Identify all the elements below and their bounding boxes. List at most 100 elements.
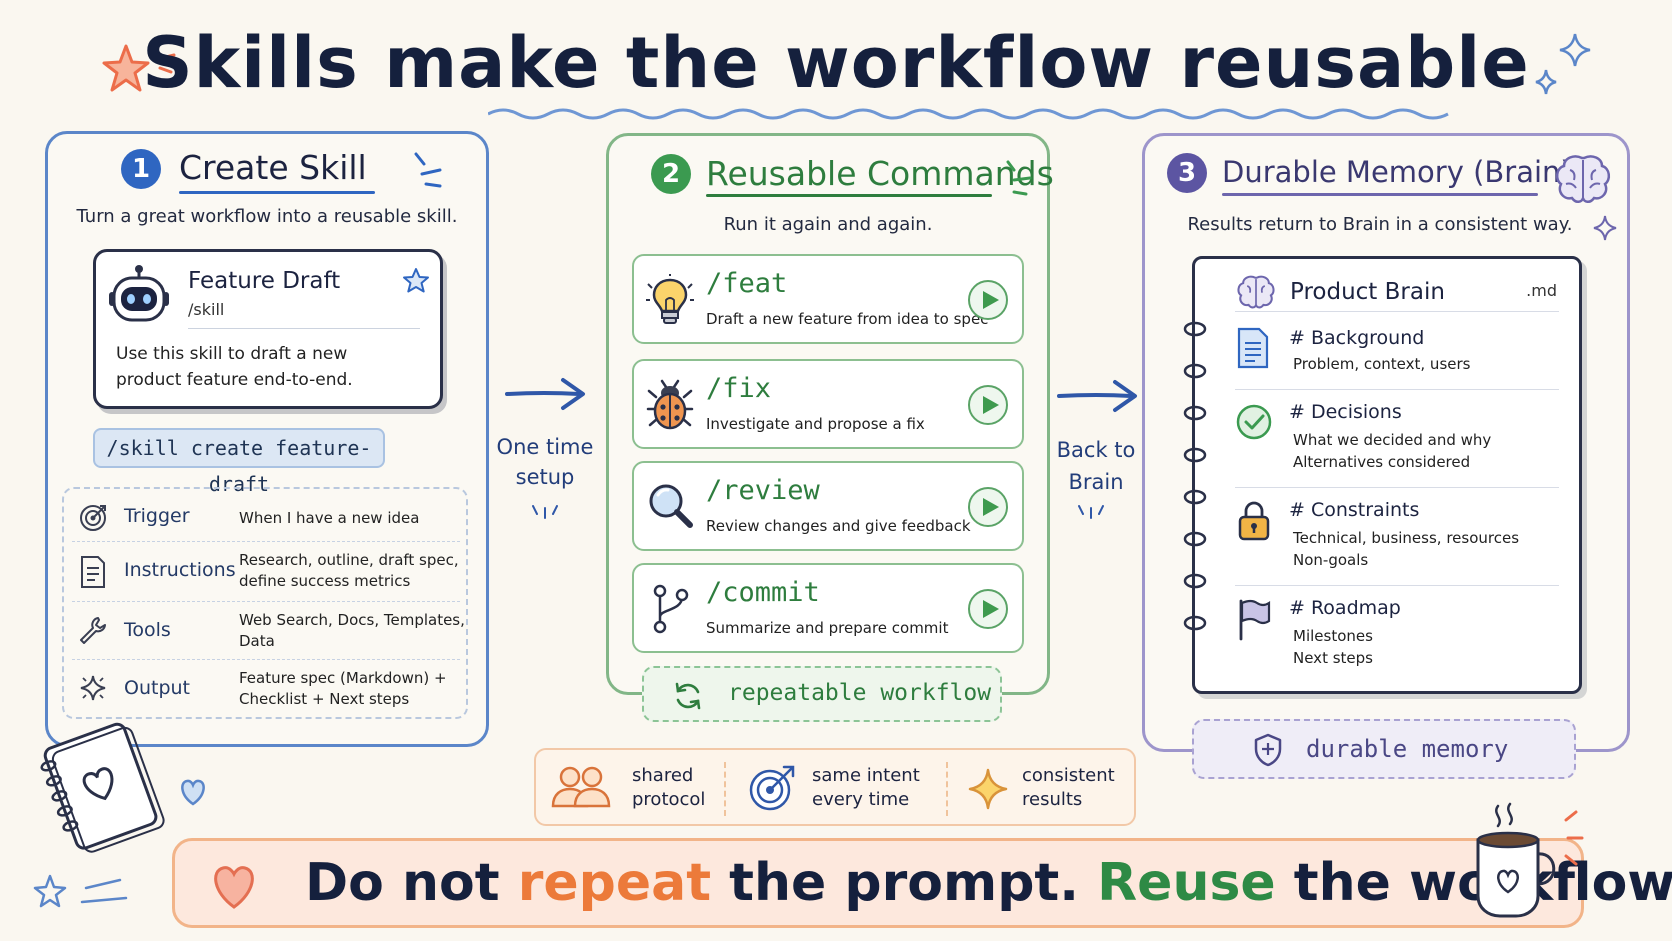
emphasis-dash-icon [1006, 160, 1032, 196]
panel3-title-underline [1222, 193, 1538, 196]
section-roadmap: # Roadmap Milestones Next steps [1235, 595, 1555, 675]
benefit-same-intent: same intent every time [748, 762, 928, 816]
step-number-3: 3 [1167, 153, 1207, 193]
row-desc: Research, outline, draft spec, [239, 551, 459, 569]
lock-icon [1238, 501, 1270, 541]
banner-highlight-repeat: repeat [517, 853, 712, 913]
skill-card-divider [188, 328, 420, 329]
command-name: /review [706, 475, 820, 506]
arrow2-label-1: Back to [1056, 438, 1136, 462]
section-item: Milestones [1293, 627, 1373, 645]
command-desc: Draft a new feature from idea to spec [706, 310, 989, 328]
section-heading: # Roadmap [1289, 597, 1401, 619]
section-item: Alternatives considered [1293, 453, 1471, 471]
document-icon [81, 556, 105, 588]
run-command-button[interactable] [968, 487, 1008, 527]
arrow-to-commands-icon [505, 378, 585, 410]
command-commit[interactable]: /commit Summarize and prepare commit [632, 563, 1024, 653]
table-row-instructions: Instructions Research, outline, draft sp… [64, 547, 466, 597]
arrow1-label-1: One time [496, 435, 594, 459]
panel3-title: Durable Memory (Brain) [1222, 155, 1572, 189]
lightbulb-icon [646, 274, 694, 324]
repeatable-workflow-label: repeatable workflow [728, 680, 992, 706]
banner-highlight-reuse: Reuse [1097, 853, 1276, 913]
section-divider [1235, 487, 1559, 488]
heart-icon [214, 866, 254, 909]
command-desc: Investigate and propose a fix [706, 415, 925, 433]
row-name: Output [124, 677, 190, 699]
command-name: /feat [706, 268, 788, 299]
row-desc: Data [239, 632, 275, 650]
star-favorite-icon[interactable] [401, 266, 431, 296]
banner-part-1: Do not [305, 853, 518, 913]
star-doodle-icon [102, 40, 176, 92]
durable-memory-badge: durable memory [1192, 719, 1576, 779]
coffee-mug-icon [1476, 802, 1584, 918]
durable-memory-label: durable memory [1306, 735, 1509, 763]
command-name: /commit [706, 577, 820, 608]
table-row-output: Output Feature spec (Markdown) + Checkli… [64, 665, 466, 715]
notebook-heart-icon [40, 722, 165, 853]
wrench-icon [80, 617, 106, 644]
benefit-text: results [1022, 789, 1083, 810]
panel2-title-underline [706, 194, 992, 197]
run-command-button[interactable] [968, 385, 1008, 425]
repeatable-workflow-badge: repeatable workflow [642, 666, 1002, 722]
row-desc: Checklist + Next steps [239, 690, 410, 708]
benefit-separator [946, 762, 948, 816]
command-fix[interactable]: /fix Investigate and propose a fix [632, 359, 1024, 449]
target-icon [80, 505, 106, 531]
sparkle-icon [968, 768, 1008, 810]
run-command-button[interactable] [968, 589, 1008, 629]
skill-card-name: Feature Draft [188, 268, 341, 294]
benefit-text: same intent [812, 765, 920, 786]
benefit-separator [724, 762, 726, 816]
page-title: Skills make the workflow reusable [142, 22, 1530, 104]
panel2-title: Reusable Commands [706, 154, 1054, 193]
shield-icon [1254, 733, 1282, 767]
section-item: Next steps [1293, 649, 1373, 667]
panel3-subtitle: Results return to Brain in a consistent … [1187, 214, 1573, 235]
section-item: Problem, context, users [1293, 355, 1471, 373]
banner-message: Do not repeat the prompt. Reuse the work… [305, 853, 1672, 913]
skill-card-desc-1: Use this skill to draft a new [116, 344, 348, 364]
robot-icon [109, 265, 169, 322]
skill-card[interactable]: Feature Draft /skill Use this skill to d… [93, 249, 443, 409]
command-review[interactable]: /review Review changes and give feedback [632, 461, 1024, 551]
skill-definition-table: Trigger When I have a new idea Instructi… [62, 487, 468, 719]
benefit-consistent-results: consistent results [966, 762, 1126, 816]
section-heading: # Background [1289, 327, 1425, 349]
benefits-strip: shared protocol same intent every time c… [534, 748, 1136, 826]
bottom-banner: Do not repeat the prompt. Reuse the work… [172, 838, 1672, 928]
sparkle-doodle-icon [1535, 33, 1591, 95]
small-sparkle-icon [1593, 215, 1617, 241]
benefit-text: consistent [1022, 765, 1115, 786]
panel1-title: Create Skill [179, 148, 367, 187]
row-desc: define success metrics [239, 572, 411, 590]
run-command-button[interactable] [968, 280, 1008, 320]
command-desc: Review changes and give feedback [706, 517, 971, 535]
refresh-icon [675, 682, 701, 710]
step-number-1: 1 [121, 149, 161, 189]
git-branch-icon [653, 584, 689, 634]
section-heading: # Constraints [1289, 499, 1420, 521]
command-feat[interactable]: /feat Draft a new feature from idea to s… [632, 254, 1024, 344]
row-desc: Feature spec (Markdown) + [239, 669, 447, 687]
section-item: Technical, business, resources [1293, 529, 1520, 547]
table-row-tools: Tools Web Search, Docs, Templates, Data [64, 607, 466, 657]
benefit-text: shared [632, 765, 694, 786]
arrow2-label-2: Brain [1068, 470, 1124, 494]
bug-icon [646, 379, 694, 430]
magnifier-icon [649, 484, 693, 528]
section-divider [1235, 585, 1559, 586]
benefit-text: protocol [632, 789, 706, 810]
row-name: Trigger [124, 505, 190, 527]
title-underline [488, 108, 1449, 120]
skill-create-command[interactable]: /skill create feature-draft [93, 428, 385, 496]
row-name: Instructions [124, 559, 236, 581]
section-constraints: # Constraints Technical, business, resou… [1235, 497, 1555, 577]
notebook-extension: .md [1526, 281, 1557, 300]
panel1-subtitle: Turn a great workflow into a reusable sk… [76, 206, 458, 227]
benefit-text: every time [812, 789, 910, 810]
sparkle-icon [80, 675, 106, 701]
